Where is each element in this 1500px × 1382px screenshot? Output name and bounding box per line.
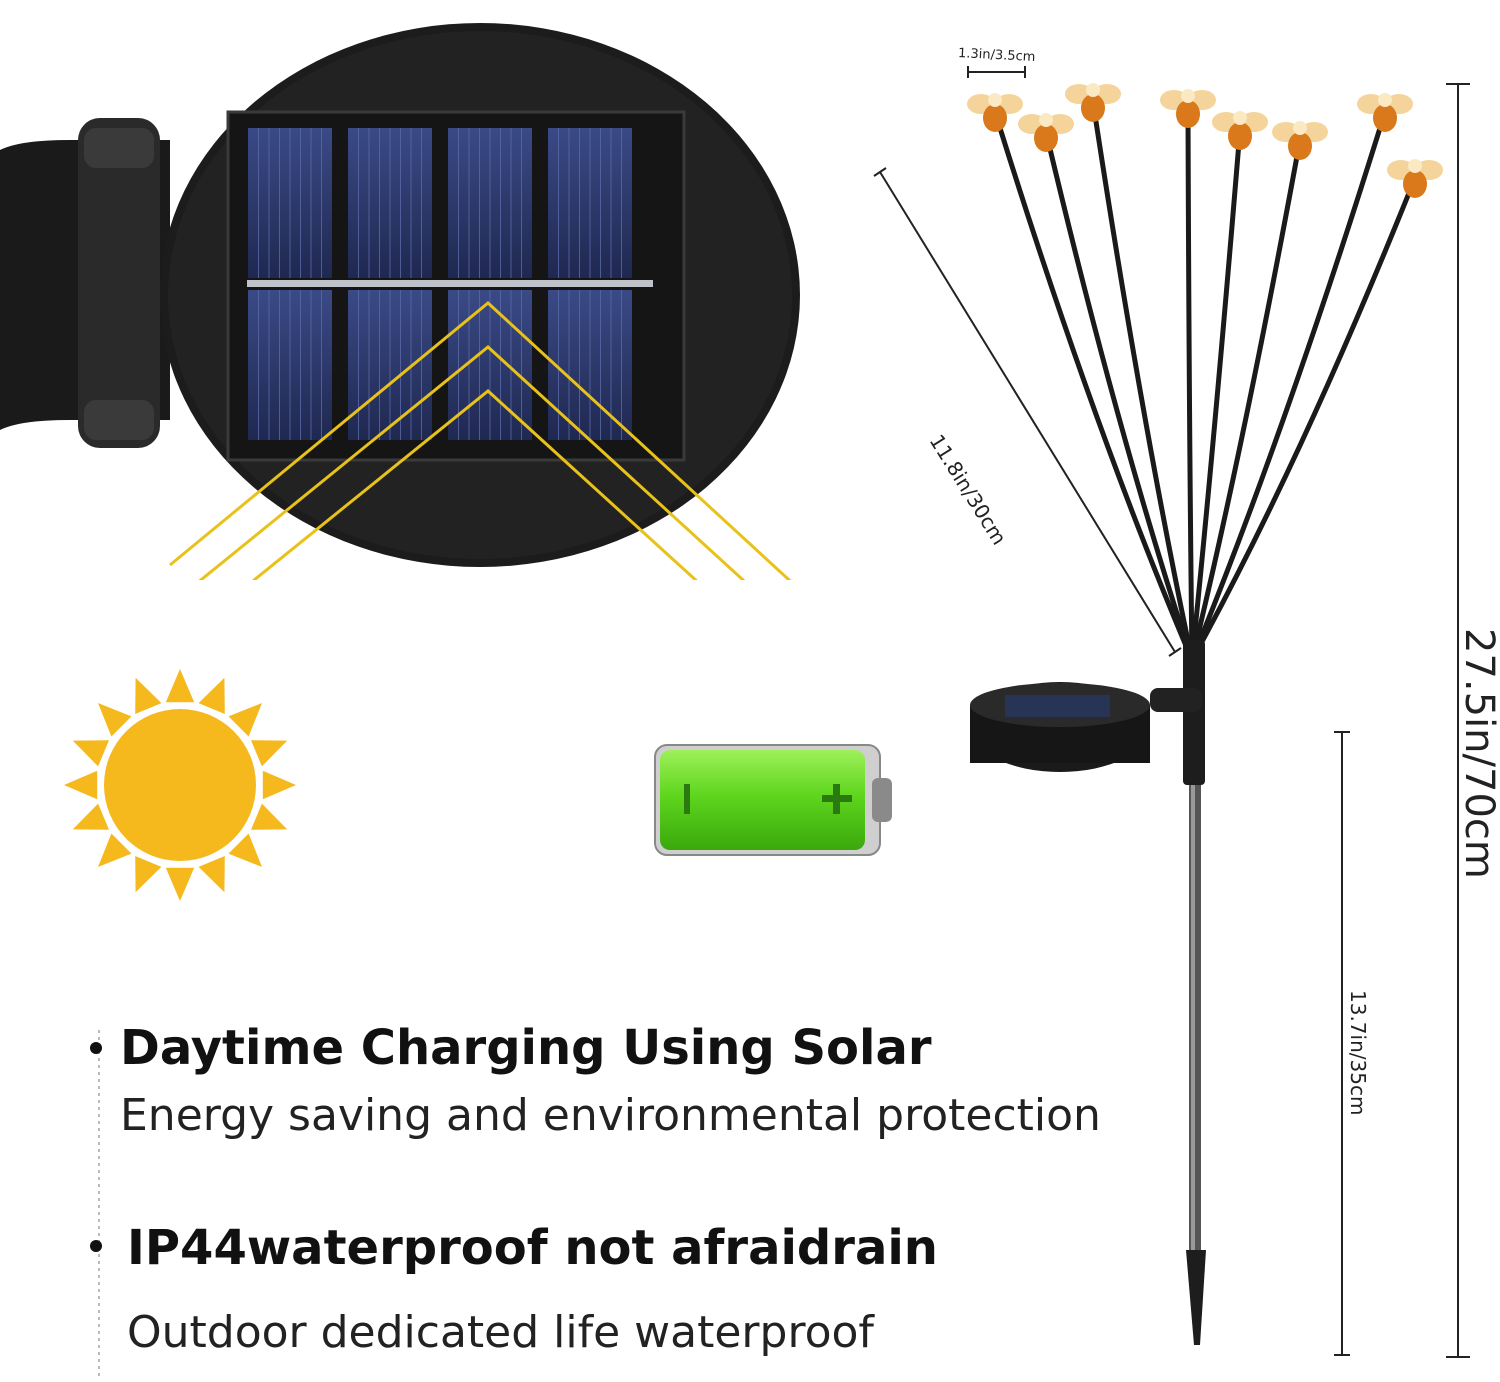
bullet-1 <box>90 1042 102 1054</box>
feature-desc-1: Energy saving and environmental protecti… <box>120 1090 1101 1141</box>
feature-divider <box>98 1030 100 1380</box>
firefly-light-illustration <box>873 66 1470 1358</box>
battery-icon <box>654 744 892 856</box>
feature-title-2: IP44waterproof not afraidrain <box>127 1220 938 1276</box>
sun-icon <box>64 669 296 901</box>
dimension-lines <box>873 66 1470 1358</box>
bullet-2 <box>90 1240 102 1252</box>
total-height-label: 27.5in/70cm <box>1456 628 1500 879</box>
solar-panel-illustration <box>0 23 800 580</box>
solar-cells <box>248 128 632 440</box>
feature-title-1: Daytime Charging Using Solar <box>120 1020 932 1076</box>
feature-desc-2: Outdoor dedicated life waterproof <box>127 1307 874 1358</box>
stake-length-label: 13.7in/35cm <box>1346 990 1370 1116</box>
sunlight-arrows <box>169 301 792 580</box>
